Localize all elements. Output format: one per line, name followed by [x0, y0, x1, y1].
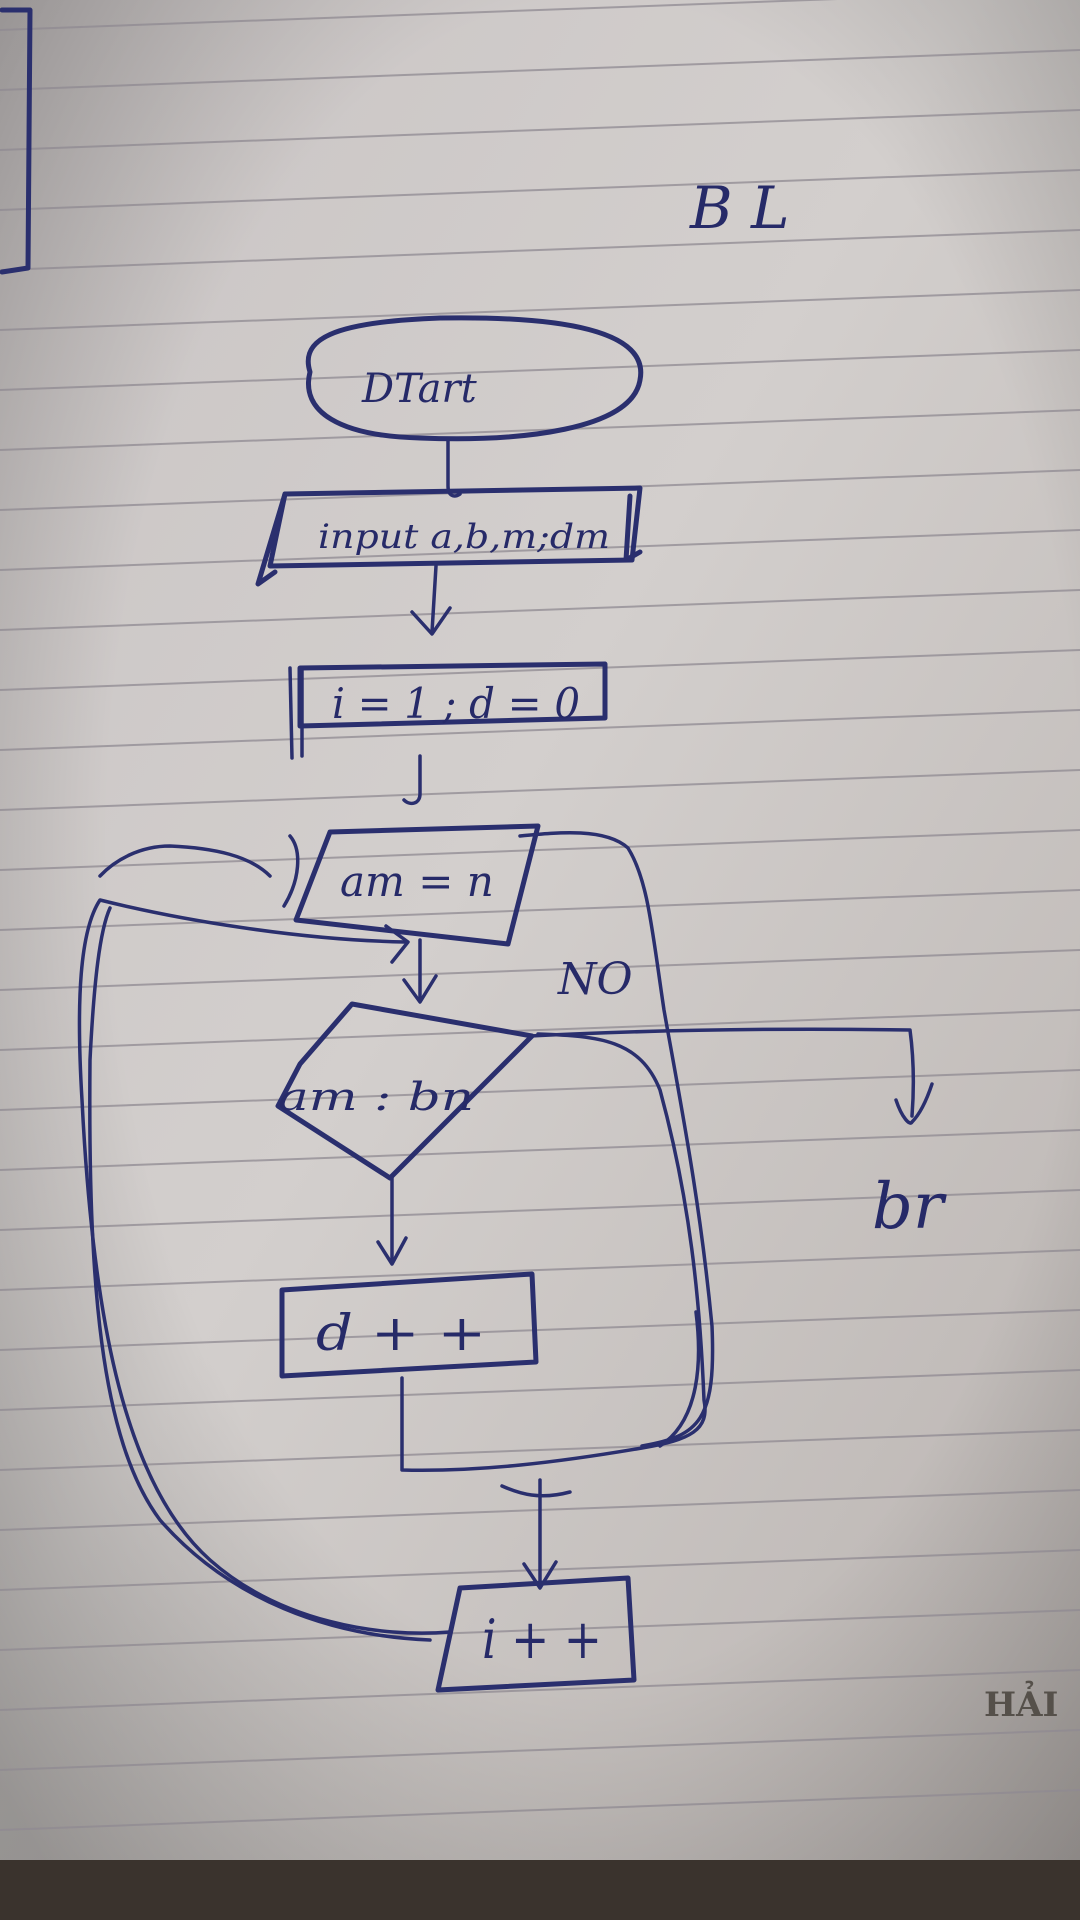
loop-left-outer	[77, 898, 452, 1635]
loop-right-inner	[658, 1310, 701, 1448]
d-increment-box	[279, 1271, 539, 1379]
exit-label: br	[872, 1170, 947, 1244]
ruled-line	[0, 1429, 1080, 1471]
desk-edge	[0, 1860, 1080, 1920]
ruled-line	[0, 1609, 1080, 1651]
page-binding-bracket	[0, 7, 33, 275]
ruled-line	[0, 1069, 1080, 1111]
start-label: DTart	[361, 366, 478, 412]
arrowhead-input-init	[410, 606, 452, 636]
decision-label: am : bn	[278, 1075, 474, 1119]
ruled-line	[0, 169, 1080, 211]
input-box	[267, 485, 643, 569]
ruled-line	[0, 1189, 1080, 1231]
ruled-line	[0, 1129, 1080, 1171]
assign-label: am = n	[340, 857, 494, 906]
input-left-bracket	[255, 491, 288, 587]
arrowhead-decision-dpp	[376, 1236, 408, 1266]
ruled-line	[0, 289, 1080, 331]
ruled-line	[0, 1009, 1080, 1051]
no-branch-label: NO	[557, 954, 633, 1005]
d-increment-label: d + +	[316, 1304, 486, 1362]
ruled-line	[0, 1789, 1080, 1831]
ruled-line	[0, 349, 1080, 391]
connector-dpp-merge	[400, 1032, 707, 1472]
ruled-line	[0, 1669, 1080, 1711]
i-increment-box	[435, 1575, 637, 1693]
start-terminal	[305, 315, 644, 442]
ruled-line	[0, 649, 1080, 691]
init-label: i = 1 ; d = 0	[332, 679, 580, 728]
ruled-line	[0, 1249, 1080, 1291]
ruled-line	[0, 949, 1080, 991]
printed-corner-text: HẢI	[984, 1680, 1058, 1725]
ruled-line	[0, 409, 1080, 451]
ruled-line	[0, 709, 1080, 751]
loop-right-outer	[518, 831, 715, 1448]
assign-box	[293, 823, 541, 947]
ruled-line	[0, 589, 1080, 631]
ruled-line	[0, 829, 1080, 871]
arrowhead-merge-ipp	[522, 1560, 558, 1590]
input-right-bracket	[623, 493, 643, 563]
arrowhead-loop-entry	[384, 924, 410, 964]
ruled-line	[0, 1309, 1080, 1351]
ruled-line	[0, 49, 1080, 91]
ruled-line	[0, 229, 1080, 271]
i-increment-label: i + +	[482, 1608, 602, 1671]
connector-no-branch	[528, 1027, 916, 1118]
ruled-line	[0, 529, 1080, 571]
ruled-lines	[0, 0, 1080, 1831]
ruled-line	[0, 1369, 1080, 1411]
arrowhead-assign-decision	[402, 974, 438, 1004]
merge-curve	[500, 1484, 572, 1498]
arrowhead-no-branch	[894, 1082, 934, 1125]
loop-entry-arc	[98, 844, 272, 878]
connector-start-input	[446, 438, 462, 498]
ruled-line	[0, 109, 1080, 151]
connector-init-assign	[402, 754, 422, 806]
input-label: input a,b,m;dm	[318, 517, 610, 557]
page-header-label: B L	[689, 174, 790, 242]
ruled-line	[0, 889, 1080, 931]
init-left-edge	[288, 666, 294, 760]
init-box	[297, 661, 608, 729]
ruled-line	[0, 1729, 1080, 1771]
loop-left-inner	[88, 906, 432, 1642]
decision-diamond	[275, 1001, 535, 1181]
ruled-line	[0, 0, 838, 31]
loop-entry-mark	[282, 834, 300, 908]
ruled-line	[0, 769, 1080, 811]
connector-input-init	[430, 564, 438, 634]
